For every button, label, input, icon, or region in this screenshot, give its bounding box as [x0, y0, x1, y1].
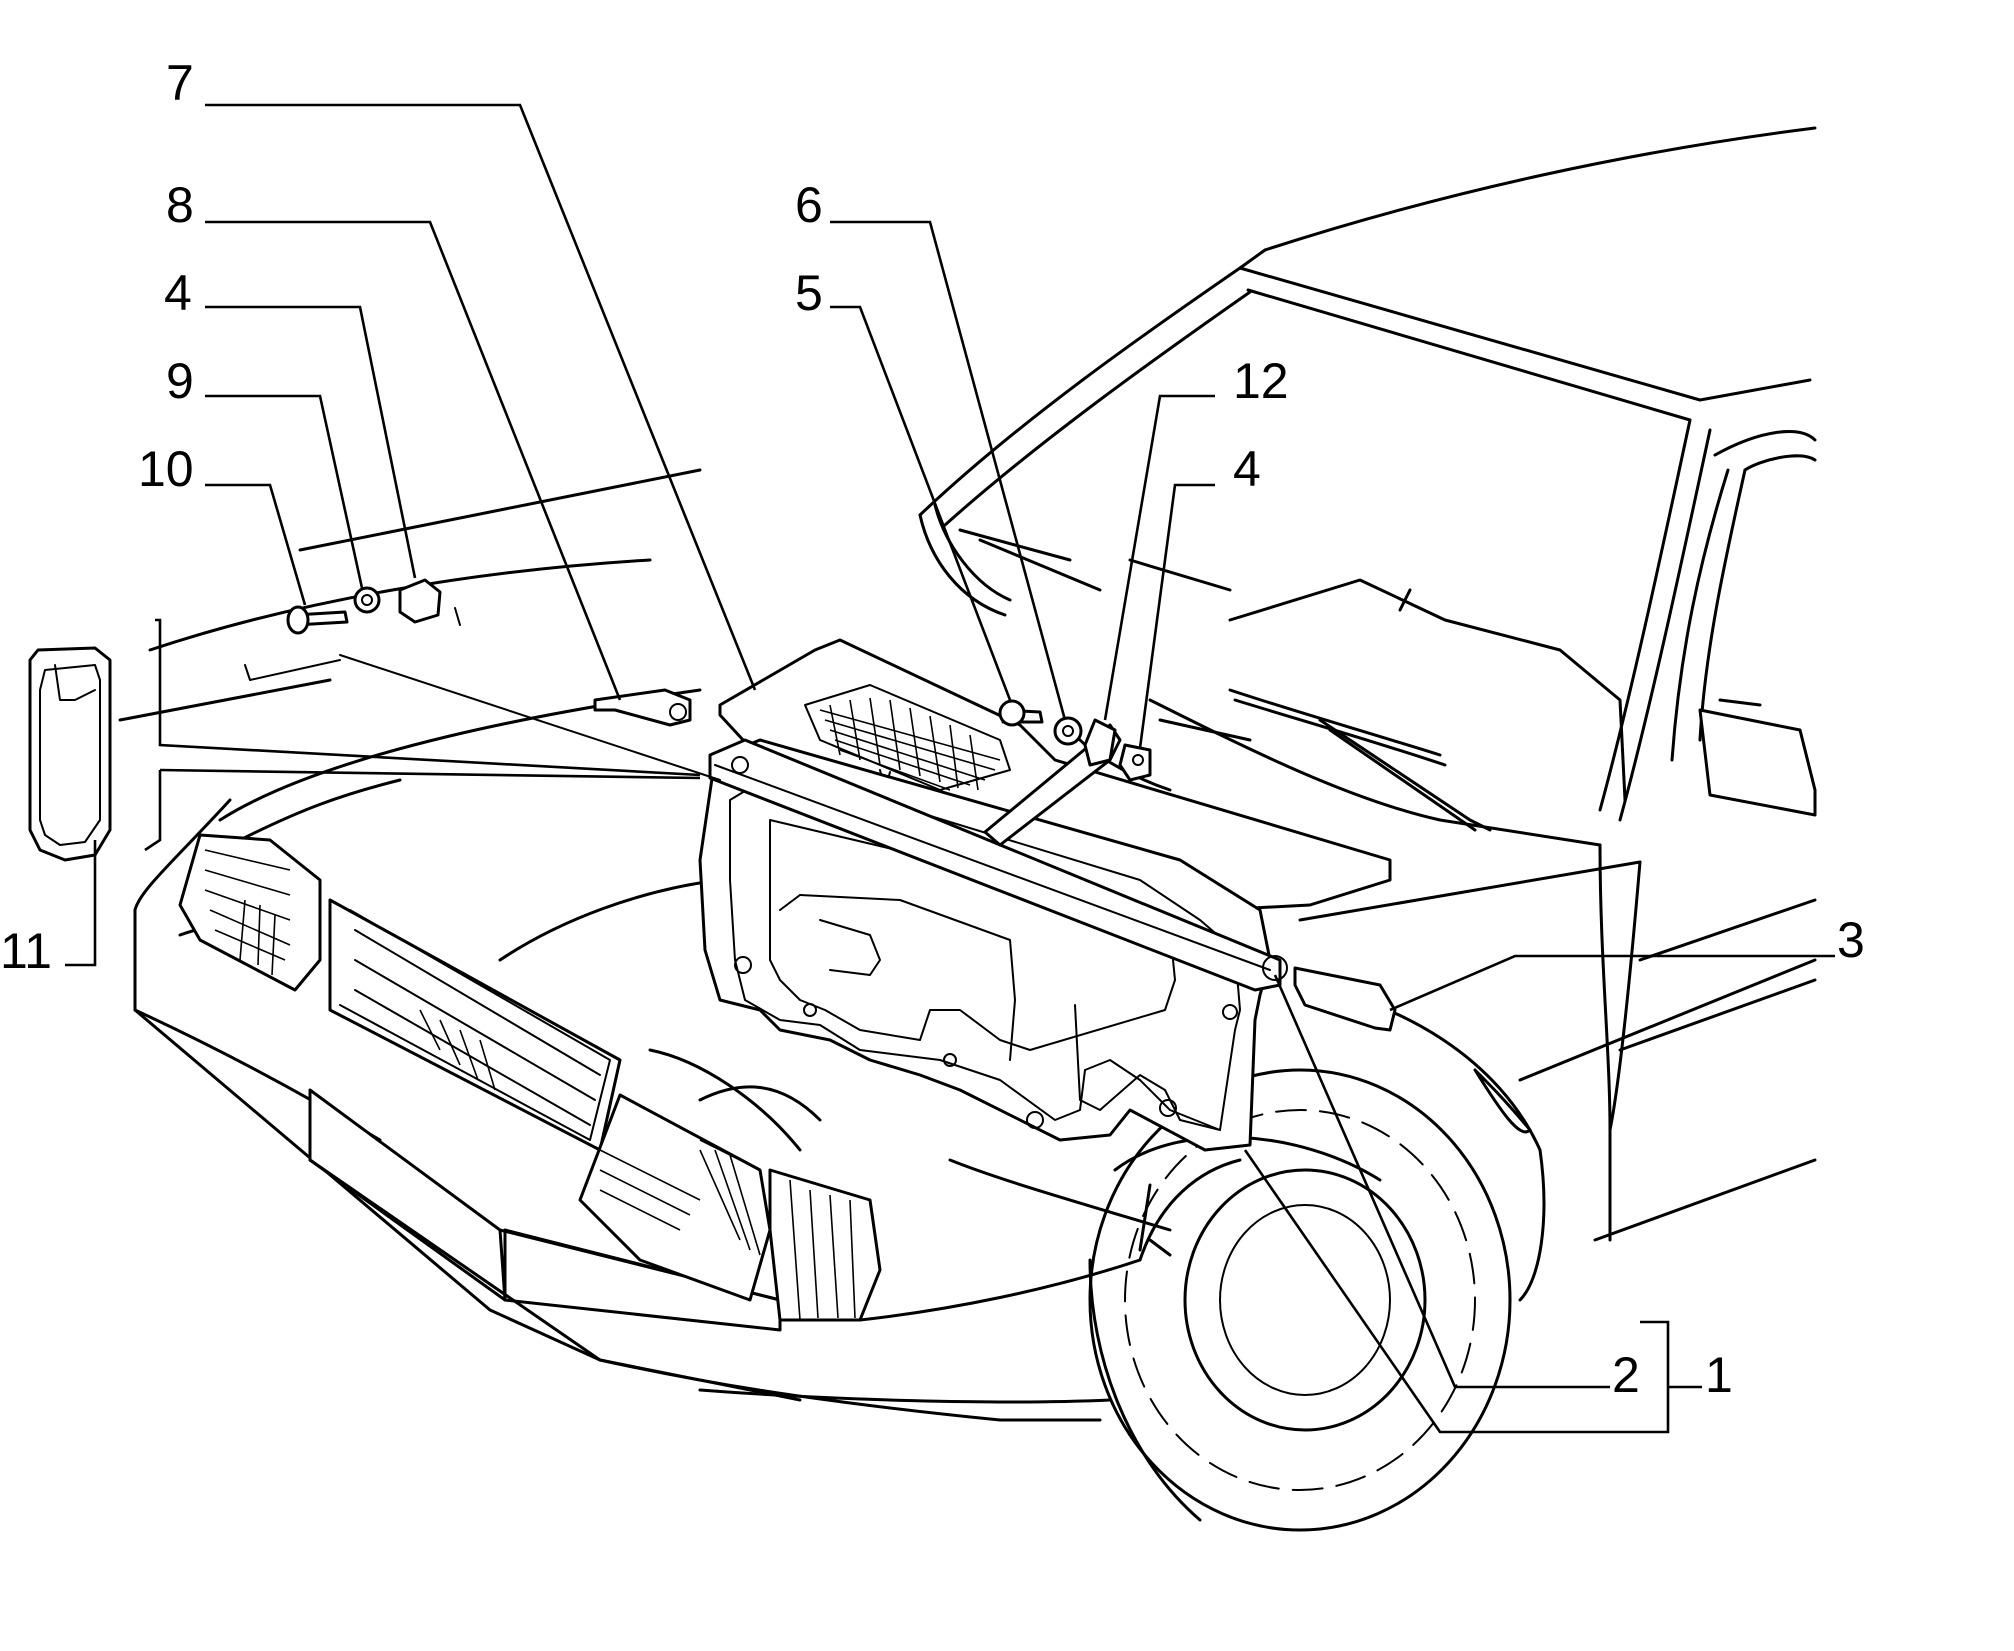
callout-3: 3 — [1837, 912, 1865, 968]
leader-8 — [205, 220, 622, 701]
callout-labels: 7 8 4 9 10 11 6 5 12 4 3 2 1 — [0, 55, 1865, 1403]
callout-11: 11 — [0, 923, 52, 979]
leader-6 — [830, 220, 1067, 721]
leader-4-left — [205, 305, 417, 579]
callout-4-left: 4 — [164, 265, 192, 321]
leader-5 — [830, 305, 1012, 701]
callout-6: 6 — [795, 177, 823, 233]
callout-4-right: 4 — [1233, 441, 1261, 497]
leader-9 — [205, 394, 364, 589]
callout-7: 7 — [166, 55, 194, 111]
leader-12 — [1103, 394, 1215, 721]
callout-9: 9 — [166, 353, 194, 409]
leader-7 — [205, 103, 757, 691]
leader-panel-left-2 — [144, 770, 162, 852]
callout-2: 2 — [1612, 1347, 1640, 1403]
leader-2 — [1273, 974, 1610, 1389]
leader-10 — [205, 483, 307, 606]
callout-1: 1 — [1705, 1347, 1733, 1403]
callout-12: 12 — [1233, 353, 1289, 409]
callout-8: 8 — [166, 177, 194, 233]
leader-lines — [65, 103, 1835, 1434]
leader-3 — [1389, 954, 1835, 1012]
leader-panel-left-3 — [159, 768, 701, 780]
callout-10: 10 — [138, 441, 194, 497]
leader-1-bracket — [1243, 1149, 1670, 1434]
parts-drawing — [28, 578, 1397, 1152]
callout-5: 5 — [795, 265, 823, 321]
leader-11 — [65, 840, 97, 967]
leader-4-right — [1138, 483, 1215, 749]
leader-panel-left — [155, 618, 701, 777]
